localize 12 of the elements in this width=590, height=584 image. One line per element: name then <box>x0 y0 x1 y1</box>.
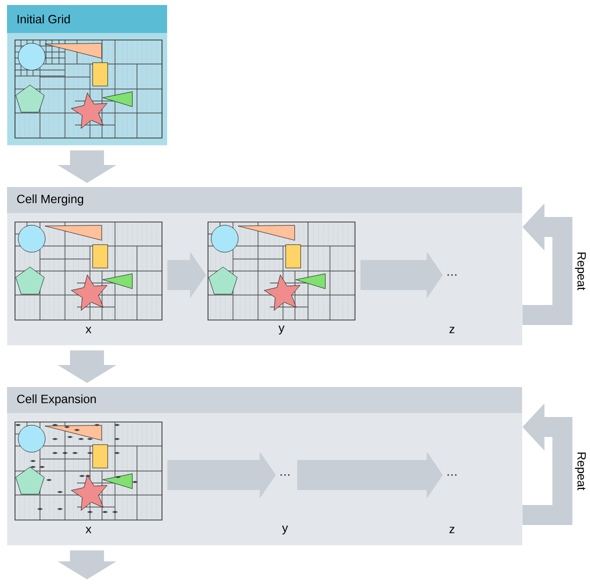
caption-label: y <box>282 526 288 534</box>
caption-label: x <box>86 326 92 334</box>
ellipsis-text: … <box>448 474 456 476</box>
caption-label: z <box>449 526 454 534</box>
caption-label: z <box>449 326 454 334</box>
ellipsis-text: … <box>448 274 456 276</box>
edge-label: Repeat <box>575 452 586 490</box>
grid-drawing <box>14 40 162 138</box>
caption-label: y <box>278 326 284 334</box>
caption-label: x <box>86 526 92 534</box>
edge-label: Repeat <box>575 252 586 290</box>
ellipsis-text: … <box>280 474 290 476</box>
